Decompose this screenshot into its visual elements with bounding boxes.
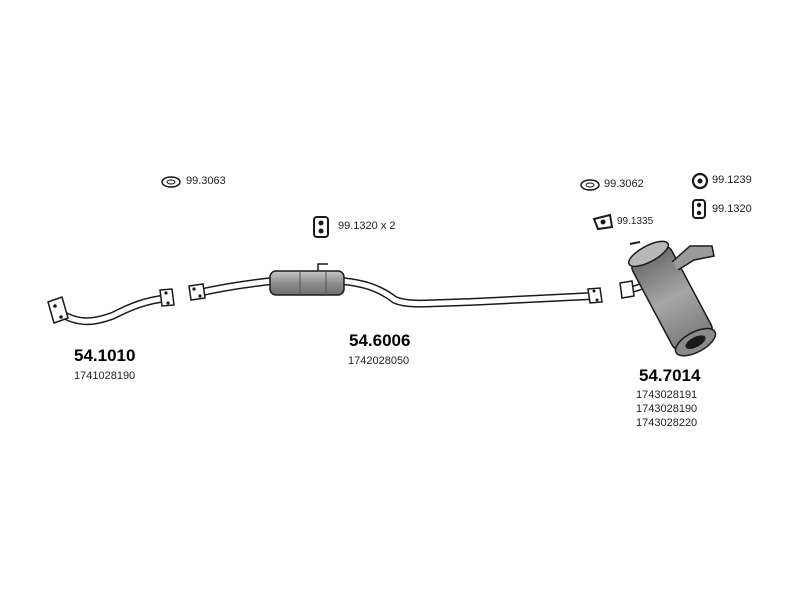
oem-number: 1743028190 — [636, 403, 698, 415]
ring-gasket-icon — [580, 179, 600, 191]
part-number: 54.1010 — [74, 346, 136, 365]
hardware-code: 99.3063 — [186, 175, 226, 187]
oem-number: 1743028191 — [636, 389, 698, 401]
rubber-ring-icon — [691, 172, 709, 190]
hardware-code: 99.1239 — [712, 174, 752, 186]
rubber-hanger-icon — [313, 216, 329, 238]
rear-silencer-drawing — [619, 240, 717, 357]
hardware-code: 99.1320 — [712, 203, 752, 215]
oem-number: 1742028050 — [348, 355, 410, 367]
oem-list: 1741028190 — [74, 369, 135, 383]
oem-number: 1743028220 — [636, 417, 698, 429]
rubber-hanger-icon — [692, 199, 706, 219]
rubber-mount-icon — [592, 213, 614, 231]
hardware-code: 99.3062 — [604, 178, 644, 190]
ring-gasket-icon — [161, 176, 181, 188]
oem-number: 1741028190 — [74, 370, 136, 382]
middle-silencer-drawing — [188, 263, 603, 308]
part-number: 54.6006 — [349, 331, 411, 350]
hardware-code: 99.1335 — [617, 216, 654, 227]
hardware-code: 99.1320 x 2 — [338, 220, 396, 232]
oem-list: 1742028050 — [348, 354, 409, 368]
part-number: 54.7014 — [639, 366, 701, 385]
front-pipe-drawing — [47, 288, 175, 326]
oem-list: 1743028191 1743028190 1743028220 — [636, 388, 697, 430]
